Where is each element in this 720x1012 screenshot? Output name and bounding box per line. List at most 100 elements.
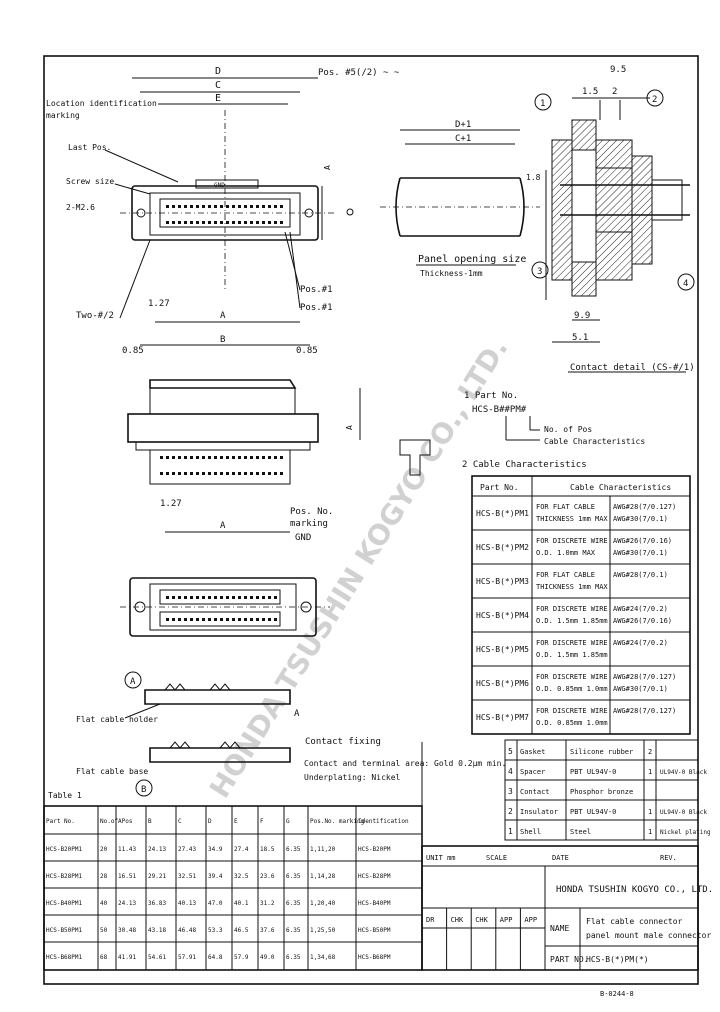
pin-mark — [280, 205, 283, 208]
pin-mark — [226, 596, 229, 599]
name-value-2: panel mount male connector — [586, 931, 711, 940]
panel-thickness: Thickness-1mm — [420, 269, 483, 278]
pin-mark — [190, 221, 193, 224]
svg-text:1: 1 — [540, 99, 545, 109]
pin-mark — [220, 221, 223, 224]
pin-mark — [220, 456, 223, 459]
cable-row-desc1: FOR FLAT CABLE — [536, 571, 595, 579]
dim-table-cell: 40.1 — [234, 900, 249, 907]
pin-mark — [208, 221, 211, 224]
dim-table-cell: 46.48 — [178, 927, 196, 934]
cable-char-label: Cable Characteristics — [544, 437, 645, 446]
contact-fixing-label: Contact fixing — [305, 737, 381, 747]
pin-mark — [238, 596, 241, 599]
mat-row-note: UL94V-0 Black — [660, 809, 707, 816]
pin-mark — [208, 456, 211, 459]
drawing-number: B-0244-8 — [600, 990, 634, 998]
pin-mark — [238, 205, 241, 208]
pin-mark — [184, 596, 187, 599]
dim-a-label: A — [220, 311, 226, 321]
dim-table-cell: HCS-B40PM — [358, 900, 391, 907]
dim-table-cell: HCS-B50PM — [358, 927, 391, 934]
dim-table-header: Identification — [358, 818, 409, 825]
mat-row-qty: 1 — [648, 808, 652, 816]
dim-c-label: C — [215, 80, 221, 91]
approval-cell: DR — [426, 916, 435, 924]
pin-mark — [172, 618, 175, 621]
approval-cell: CHK — [475, 916, 488, 924]
dim-table-header: C — [178, 818, 182, 825]
pin-mark — [202, 205, 205, 208]
plating-note: Contact and terminal area: Gold 0.2μm mi… — [304, 759, 506, 768]
sec-dim-e: 5.1 — [572, 333, 588, 343]
pin-mark — [256, 596, 259, 599]
dim-table-cell: HCS-B40PM1 — [46, 900, 83, 907]
sec-dim-c: 2 — [612, 87, 617, 97]
cable-row-part: HCS-B(*)PM4 — [476, 611, 529, 620]
dim-table-cell: 36.83 — [148, 900, 166, 907]
panel-opening-view: D+1 C+1 Panel opening size Thickness-1mm — [346, 120, 540, 278]
cable-characteristics-table: Part No. Cable Characteristics HCS-B(*)P… — [471, 475, 691, 735]
mat-row-note: Nickel plating — [660, 829, 711, 836]
approval-cell: CHK — [451, 916, 464, 924]
callout-b — [135, 779, 153, 797]
mat-row-material: PBT UL94V-0 — [570, 808, 616, 816]
dim-table-cell: 6.35 — [286, 846, 301, 853]
cable-row-spec2: AWG#26(7/0.16) — [613, 617, 672, 625]
part-number-block: 1 Part No. HCS-B##PM# No. of Pos Cable C… — [462, 391, 645, 470]
mat-row-no: 4 — [508, 767, 513, 776]
dim-table-cell: HCS-B28PM — [358, 873, 391, 880]
cable-row-desc1: FOR DISCRETE WIRE — [536, 673, 608, 681]
dim-table-cell: 1,11,20 — [310, 846, 336, 853]
screw-spec-label: 2-M2.6 — [66, 203, 95, 212]
flat-cable-holder-label: Flat cable holder — [76, 715, 158, 724]
pin-mark — [238, 472, 241, 475]
cable-row-spec1: AWG#28(7/0.127) — [613, 673, 676, 681]
pin-mark — [256, 221, 259, 224]
dim-table-cell: 24.13 — [118, 900, 136, 907]
pin-mark — [190, 205, 193, 208]
dim-table-cell: 47.0 — [208, 900, 223, 907]
dim-table-header: A — [118, 818, 122, 825]
pin-mark — [220, 205, 223, 208]
sec-dim-d: 9.9 — [574, 311, 590, 321]
dim-table-cell: 11.43 — [118, 846, 136, 853]
pin-mark — [256, 205, 259, 208]
pin-mark — [274, 618, 277, 621]
cable-row-spec2: AWG#30(7/0.1) — [613, 685, 668, 693]
pin-mark — [190, 596, 193, 599]
pin-mark — [226, 221, 229, 224]
cable-row-part: HCS-B(*)PM2 — [476, 543, 529, 552]
pin-mark — [196, 205, 199, 208]
pin-mark — [226, 205, 229, 208]
pin-mark — [268, 221, 271, 224]
cable-row-spec1: AWG#24(7/0.2) — [613, 605, 668, 613]
svg-text:HONDA TSUSHIN KOGYO CO., LTD.: HONDA TSUSHIN KOGYO CO., LTD. — [203, 333, 514, 804]
dim-table-cell: 23.6 — [260, 873, 275, 880]
name-label: NAME — [550, 924, 569, 933]
pos1-label: Pos.#1 — [300, 285, 333, 295]
cable-row-spec1: AWG#26(7/0.16) — [613, 537, 672, 545]
pin-mark — [178, 205, 181, 208]
pin-mark — [226, 456, 229, 459]
pin-mark — [274, 456, 277, 459]
pin-mark — [226, 472, 229, 475]
cable-row-desc1: FOR DISCRETE WIRE — [536, 639, 608, 647]
pin-mark — [208, 205, 211, 208]
pin-mark — [268, 618, 271, 621]
pin-mark — [220, 618, 223, 621]
pin-mark — [244, 618, 247, 621]
pin-mark — [202, 618, 205, 621]
pin-mark — [172, 456, 175, 459]
bottom-view: Pos. No. marking GND A A Flat cable hold… — [48, 507, 506, 800]
section-view: 1.5 9.5 2 1 2 3 4 1.8 9.9 5.1 Contact de… — [526, 65, 695, 373]
pin-mark — [280, 221, 283, 224]
contact-detail-label: Contact detail (CS-#/1) — [570, 363, 695, 373]
pin-mark — [250, 456, 253, 459]
pin-mark — [244, 205, 247, 208]
cable-row-spec1: AWG#24(7/0.2) — [613, 639, 668, 647]
cable-row-part: HCS-B(*)PM3 — [476, 577, 529, 586]
mat-row-no: 3 — [508, 787, 513, 796]
dim-table-cell: 6.35 — [286, 873, 301, 880]
